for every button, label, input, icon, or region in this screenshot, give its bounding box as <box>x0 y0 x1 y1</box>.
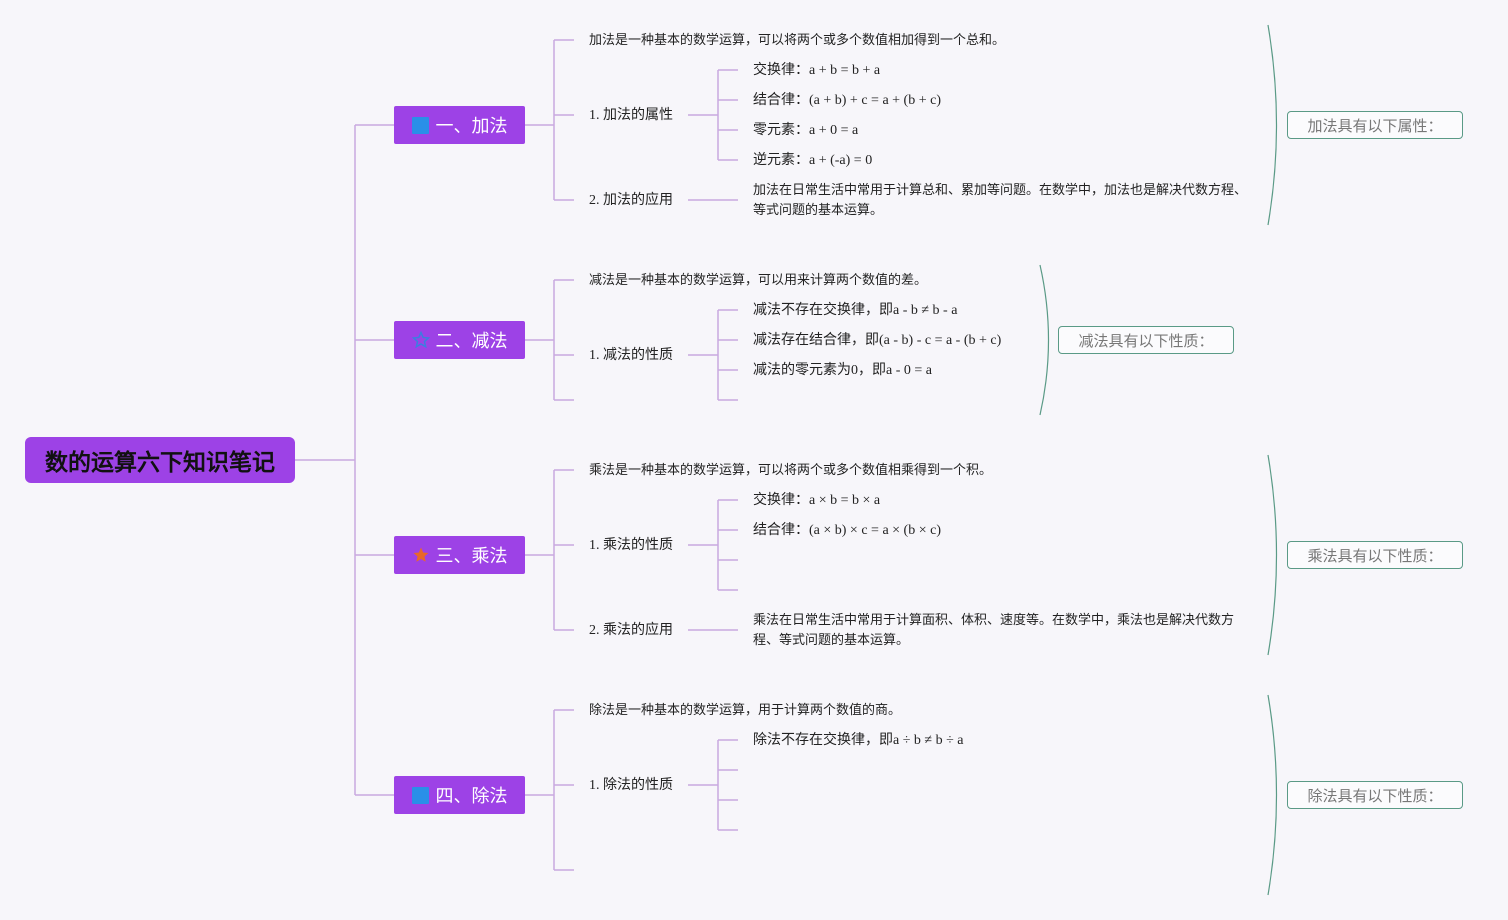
subtraction-property-item: 减法的零元素为0，即a - 0 = a <box>753 363 932 378</box>
subtraction-summary-box[interactable]: 减法具有以下性质： <box>1058 326 1234 354</box>
addition-property-item: 交换律：a + b = b + a <box>753 63 881 78</box>
addition-intro: 加法是一种基本的数学运算，可以将两个或多个数值相加得到一个总和。 <box>589 33 1006 48</box>
subtraction-property-item: 减法不存在交换律，即a - b ≠ b - a <box>753 303 958 318</box>
blue-square-icon <box>412 786 430 804</box>
division-properties-label[interactable]: 1. 除法的性质 <box>589 778 673 793</box>
branch-addition[interactable]: 一、加法 <box>394 106 525 144</box>
outline-star-icon <box>411 331 430 349</box>
branch-label: 二、减法 <box>435 331 508 352</box>
addition-summary-box[interactable]: 加法具有以下属性： <box>1287 111 1463 139</box>
orange-star-icon <box>412 546 430 564</box>
branch-division[interactable]: 四、除法 <box>394 776 525 814</box>
subtraction-intro: 减法是一种基本的数学运算，可以用来计算两个数值的差。 <box>589 273 928 288</box>
addition-property-item: 逆元素：a + (-a) = 0 <box>753 153 873 168</box>
branch-label: 三、乘法 <box>435 546 508 567</box>
addition-property-item: 零元素：a + 0 = a <box>753 123 859 138</box>
division-intro: 除法是一种基本的数学运算，用于计算两个数值的商。 <box>589 703 902 718</box>
multiplication-application-text: 乘法在日常生活中常用于计算面积、体积、速度等。在数学中，乘法也是解决代数方程、等… <box>753 613 1235 648</box>
subtraction-properties-label[interactable]: 1. 减法的性质 <box>589 348 673 363</box>
addition-application-text: 加法在日常生活中常用于计算总和、累加等问题。在数学中，加法也是解决代数方程、等式… <box>753 183 1248 218</box>
branch-label: 一、加法 <box>435 116 508 137</box>
addition-application-label[interactable]: 2. 加法的应用 <box>589 193 673 208</box>
multiplication-property-item: 结合律：(a × b) × c = a × (b × c) <box>753 523 941 538</box>
blue-square-icon <box>412 116 430 134</box>
addition-properties-label[interactable]: 1. 加法的属性 <box>589 108 673 123</box>
division-summary-box[interactable]: 除法具有以下性质： <box>1287 781 1463 809</box>
branch-subtraction[interactable]: 二、减法 <box>394 321 525 359</box>
branch-label: 四、除法 <box>435 786 508 807</box>
branch-multiplication[interactable]: 三、乘法 <box>394 536 525 574</box>
multiplication-properties-label[interactable]: 1. 乘法的性质 <box>589 538 673 553</box>
multiplication-application-label[interactable]: 2. 乘法的应用 <box>589 623 673 638</box>
division-property-item: 除法不存在交换律，即a ÷ b ≠ b ÷ a <box>753 733 964 748</box>
addition-property-item: 结合律：(a + b) + c = a + (b + c) <box>753 93 941 108</box>
multiplication-summary-box[interactable]: 乘法具有以下性质： <box>1287 541 1463 569</box>
root-topic[interactable]: 数的运算六下知识笔记 <box>25 437 295 483</box>
multiplication-property-item: 交换律：a × b = b × a <box>753 493 881 508</box>
subtraction-property-item: 减法存在结合律，即(a - b) - c = a - (b + c) <box>753 333 1002 348</box>
multiplication-intro: 乘法是一种基本的数学运算，可以将两个或多个数值相乘得到一个积。 <box>589 463 993 478</box>
